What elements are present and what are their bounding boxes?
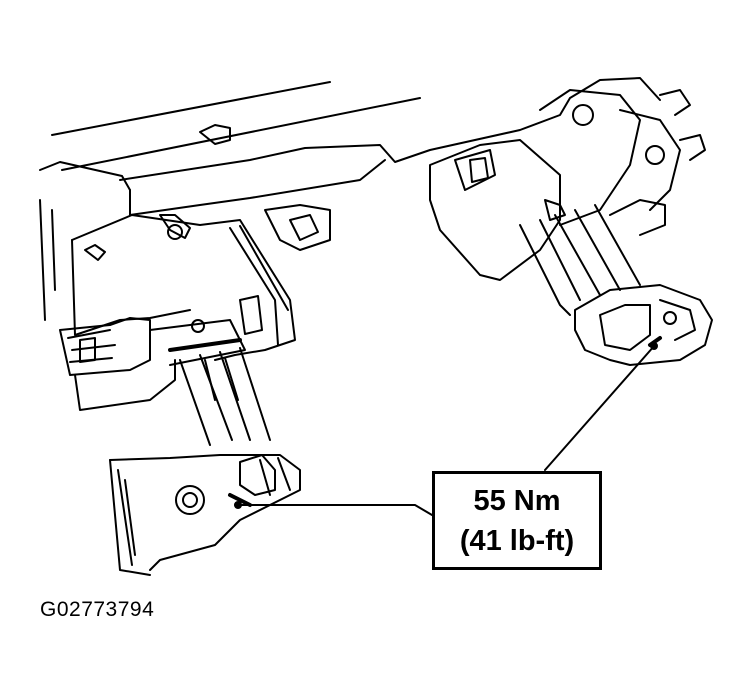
torque-lbft-label: (41 lb-ft) bbox=[459, 524, 575, 557]
callout-leaders bbox=[234, 342, 658, 516]
figure-id: G02773794 bbox=[40, 598, 155, 621]
right-rail bbox=[519, 204, 713, 366]
torque-callout: 55 Nm (41 lb-ft) bbox=[432, 471, 602, 570]
seat-frame bbox=[39, 77, 661, 321]
left-rail bbox=[109, 347, 301, 576]
left-latch-block bbox=[59, 317, 246, 411]
torque-nm-label: 55 Nm bbox=[473, 484, 561, 517]
left-bracket bbox=[71, 204, 331, 361]
right-bracket bbox=[429, 89, 706, 281]
